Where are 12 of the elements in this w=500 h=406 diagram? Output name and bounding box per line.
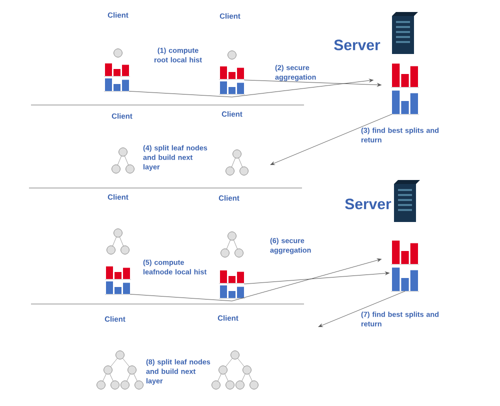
- histogram: [218, 66, 246, 95]
- arrow: [130, 258, 382, 302]
- histogram: [390, 240, 420, 292]
- arrow: [244, 80, 382, 87]
- histogram: [390, 64, 420, 115]
- arrow: [128, 78, 374, 98]
- histogram: [104, 63, 130, 92]
- histogram: [104, 266, 132, 295]
- arrow: [244, 272, 390, 284]
- arrow: [270, 114, 392, 165]
- arrow: [318, 290, 406, 327]
- histogram: [218, 270, 246, 299]
